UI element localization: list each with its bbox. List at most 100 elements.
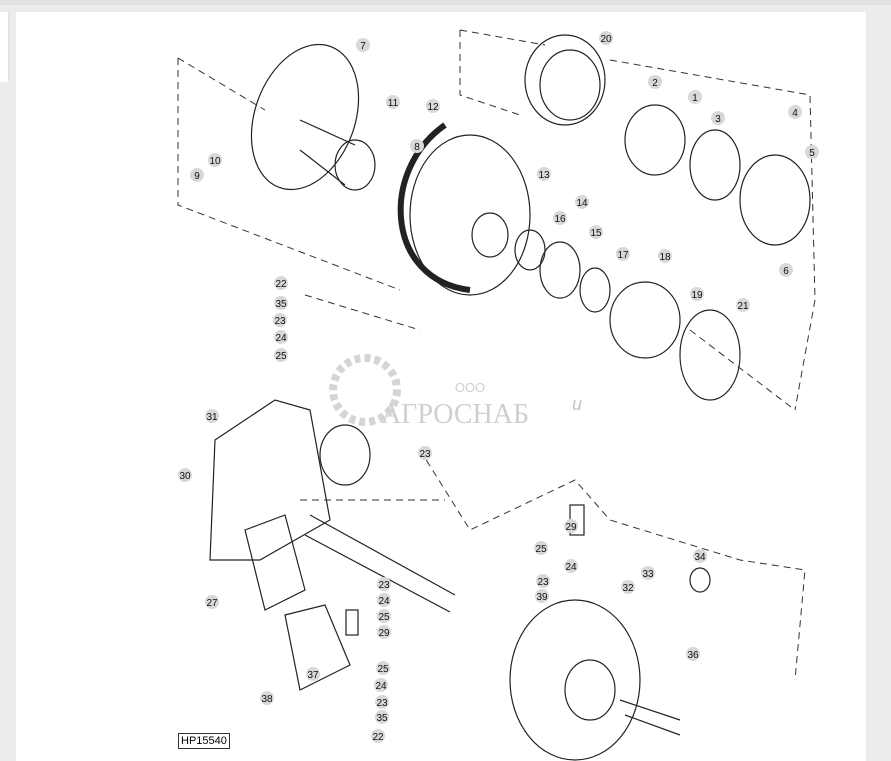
callout-19: 19 <box>691 290 703 301</box>
callout-marker <box>377 625 391 639</box>
callout-marker <box>205 595 219 609</box>
callout-marker <box>386 95 400 109</box>
callout-marker <box>418 446 432 460</box>
ring-21 <box>679 309 741 401</box>
callout-25: 25 <box>377 664 389 675</box>
callout-32: 32 <box>622 583 634 594</box>
plate-3 <box>689 129 741 201</box>
callout-29: 29 <box>565 522 577 533</box>
callout-marker <box>736 298 750 312</box>
callout-4: 4 <box>792 108 798 119</box>
callout-marker <box>376 661 390 675</box>
callout-24: 24 <box>375 681 387 692</box>
callout-marker <box>377 577 391 591</box>
callout-marker <box>686 647 700 661</box>
clutch-disc <box>509 599 641 761</box>
callout-marker <box>711 111 725 125</box>
callout-marker <box>658 249 672 263</box>
bracket-31 <box>209 399 331 561</box>
callout-marker <box>536 574 550 588</box>
bracket-37 <box>284 604 351 691</box>
callout-24: 24 <box>565 562 577 573</box>
watermark-logo: ООО АГРОСНАБ и <box>329 354 582 430</box>
callout-17: 17 <box>617 250 629 261</box>
callout-marker <box>688 90 702 104</box>
hub-7 <box>334 139 376 191</box>
callout-marker <box>534 541 548 555</box>
callout-27: 27 <box>206 598 218 609</box>
callout-11: 11 <box>388 98 399 109</box>
callout-marker <box>553 211 567 225</box>
callout-marker <box>616 247 630 261</box>
ring-17 <box>579 267 611 313</box>
callout-marker <box>377 609 391 623</box>
callout-7: 7 <box>360 41 366 52</box>
callout-marker <box>788 105 802 119</box>
diagram-code: HP15540 <box>178 733 230 749</box>
callout-marker <box>205 409 219 423</box>
pulley-7 <box>250 43 360 191</box>
callout-23: 23 <box>419 449 431 460</box>
cam-19 <box>609 281 681 359</box>
callout-marker <box>375 695 389 709</box>
callout-12: 12 <box>427 102 439 113</box>
callout-marker <box>589 225 603 239</box>
callout-23: 23 <box>537 577 549 588</box>
callout-marker <box>535 589 549 603</box>
callout-25: 25 <box>535 544 547 555</box>
callout-marker <box>564 559 578 573</box>
callout-marker <box>805 145 819 159</box>
callout-30: 30 <box>179 471 191 482</box>
sheave-12 <box>409 134 531 296</box>
plate-27 <box>244 514 306 611</box>
callout-29: 29 <box>378 628 390 639</box>
spring-20 <box>524 34 606 126</box>
callout-marker <box>374 678 388 692</box>
callout-marker <box>306 667 320 681</box>
callout-marker <box>178 468 192 482</box>
callout-22: 22 <box>372 732 384 743</box>
callout-25: 25 <box>378 612 390 623</box>
callout-marker <box>564 519 578 533</box>
callout-25: 25 <box>275 351 287 362</box>
callout-38: 38 <box>261 694 273 705</box>
diagram-card <box>16 12 866 761</box>
callout-marker <box>274 296 288 310</box>
callout-35: 35 <box>275 299 287 310</box>
housing <box>319 424 371 486</box>
callout-marker <box>410 139 424 153</box>
callout-marker <box>575 195 589 209</box>
callout-10: 10 <box>209 156 221 167</box>
callout-marker <box>599 31 613 45</box>
spacer-29b <box>345 609 359 636</box>
callout-24: 24 <box>378 596 390 607</box>
callout-marker <box>274 330 288 344</box>
callout-marker <box>273 313 287 327</box>
callout-23: 23 <box>376 698 388 709</box>
hub-1 <box>624 104 686 176</box>
svg-text:ООО: ООО <box>455 380 485 395</box>
callout-2: 2 <box>652 78 658 89</box>
callout-marker <box>648 75 662 89</box>
callout-marker <box>641 566 655 580</box>
snap-ring-16 <box>514 229 546 271</box>
callout-marker <box>208 153 222 167</box>
assembly-boundaries <box>177 29 816 681</box>
callout-marker <box>260 691 274 705</box>
callout-22: 22 <box>275 279 287 290</box>
callout-21: 21 <box>737 301 749 312</box>
callout-9: 9 <box>194 171 200 182</box>
callout-marker <box>693 549 707 563</box>
callout-8: 8 <box>414 142 420 153</box>
callout-13: 13 <box>538 170 550 181</box>
callout-16: 16 <box>554 214 566 225</box>
callout-marker <box>371 729 385 743</box>
callout-34: 34 <box>694 552 706 563</box>
callout-35: 35 <box>376 713 388 724</box>
callout-14: 14 <box>576 198 588 209</box>
callout-marker <box>190 168 204 182</box>
shaft <box>304 514 456 613</box>
output-shaft <box>619 699 681 736</box>
